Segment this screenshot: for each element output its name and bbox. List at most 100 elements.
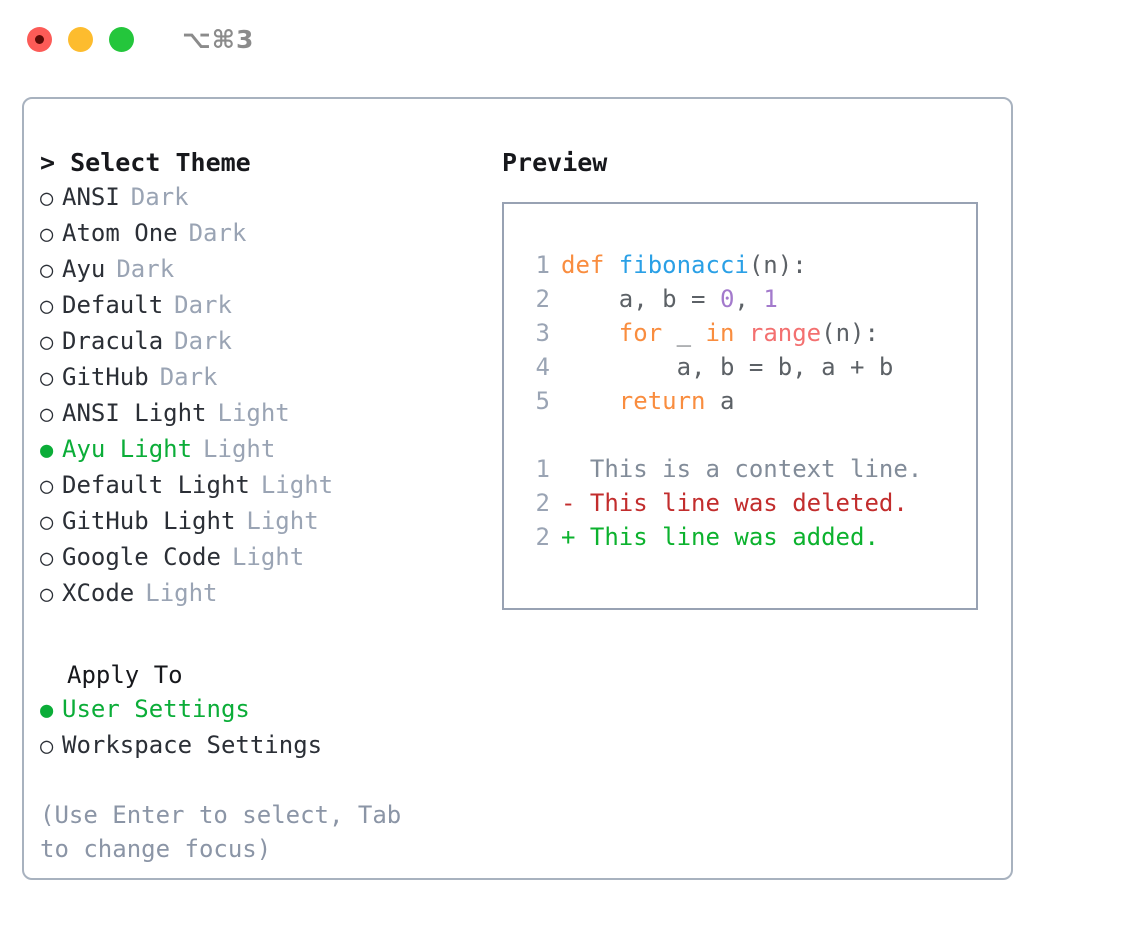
theme-list-item[interactable]: ○ Dracula Dark [40, 324, 490, 360]
close-button-icon[interactable] [27, 26, 52, 52]
line-number: 3 [535, 319, 550, 347]
theme-variant-tag: Dark [188, 219, 247, 247]
code-line: 3 for _ in range(n): [518, 316, 922, 350]
code-line-text: a, b = b, a + b [561, 350, 894, 384]
code-line-text: for _ in range(n): [561, 316, 879, 350]
code-line: 4 a, b = b, a + b [518, 350, 922, 384]
theme-variant-tag: Light [203, 435, 276, 463]
code-line-text: return a [561, 384, 735, 418]
radio-unselected-icon: ○ [40, 546, 54, 571]
apply-to-item[interactable]: ○Workspace Settings [40, 728, 490, 764]
theme-list-item[interactable]: ○ Atom One Dark [40, 216, 490, 252]
code-token: 1 [763, 285, 778, 313]
diff-line-text: This is a context line. [589, 455, 923, 483]
code-token: (n): [748, 251, 807, 279]
spacer [40, 612, 490, 658]
code-token: in [705, 319, 735, 347]
theme-list-item[interactable]: ○ GitHub Dark [40, 360, 490, 396]
theme-variant-tag: Light [246, 507, 319, 535]
theme-variant-tag: Light [231, 543, 305, 571]
theme-name: Google Code [62, 543, 221, 571]
code-token: def [561, 251, 619, 279]
diff-line: 2- This line was deleted. [518, 486, 922, 520]
code-token: for [618, 319, 663, 347]
code-token: (n): [821, 319, 879, 347]
radio-unselected-icon: ○ [40, 258, 54, 283]
code-token [734, 319, 748, 347]
theme-list-item[interactable]: ○ ANSI Light Light [40, 396, 490, 432]
theme-name: XCode [62, 579, 135, 607]
theme-name: GitHub [62, 363, 149, 391]
theme-name: Ayu [62, 255, 106, 283]
line-number: 2 [535, 523, 550, 551]
theme-variant-tag: Dark [116, 255, 175, 283]
theme-list-item[interactable]: ○ GitHub Light Light [40, 504, 490, 540]
theme-variant-tag: Light [145, 579, 218, 607]
apply-to-item[interactable]: ●User Settings [40, 692, 490, 728]
select-theme-heading: > Select Theme [40, 148, 251, 177]
code-token: a [705, 387, 735, 415]
line-number: 1 [535, 455, 550, 483]
theme-name: ANSI Light [62, 399, 207, 427]
line-number: 1 [535, 251, 550, 279]
code-line: 5 return a [518, 384, 922, 418]
radio-unselected-icon: ○ [40, 366, 54, 391]
code-line: 2 a, b = 0, 1 [518, 282, 922, 316]
radio-unselected-icon: ○ [40, 222, 54, 247]
diff-marker [561, 452, 590, 486]
line-number: 5 [535, 387, 550, 415]
theme-variant-tag: Dark [174, 291, 232, 319]
theme-list-item[interactable]: ○ Ayu Dark [40, 252, 490, 288]
line-number: 2 [535, 285, 550, 313]
theme-name: Default Light [62, 471, 250, 499]
code-token: range [748, 319, 822, 347]
theme-variant-tag: Light [217, 399, 290, 427]
theme-name: Dracula [62, 327, 164, 355]
radio-unselected-icon: ○ [40, 402, 54, 427]
preview-heading: Preview [502, 148, 608, 177]
apply-to-list[interactable]: ●User Settings○Workspace Settings [40, 692, 490, 764]
theme-variant-tag: Dark [130, 183, 189, 211]
maximize-button-icon[interactable] [109, 26, 134, 52]
code-token: a, b = b, a + b [561, 353, 894, 381]
code-line: 1 def fibonacci(n): [518, 248, 922, 282]
code-token: return [618, 387, 706, 415]
theme-variant-tag: Dark [159, 363, 218, 391]
theme-name: Default [62, 291, 164, 319]
code-token [561, 387, 619, 415]
radio-unselected-icon: ○ [40, 330, 54, 355]
code-token: fibonacci [618, 251, 749, 279]
theme-name: Ayu Light [62, 435, 193, 463]
theme-list-item[interactable]: ○ Google Code Light [40, 540, 490, 576]
theme-name: Atom One [62, 219, 178, 247]
diff-spacer [518, 418, 922, 452]
diff-marker: + [561, 523, 590, 551]
code-line-text: def fibonacci(n): [561, 248, 807, 282]
title-bar: ⌥⌘3 [0, 0, 1140, 78]
diff-line-text: This line was deleted. [589, 489, 908, 517]
theme-variant-tag: Dark [174, 327, 232, 355]
code-line-text: a, b = 0, 1 [561, 282, 778, 316]
window-controls [27, 26, 134, 52]
code-token: _ [662, 319, 706, 347]
keyboard-shortcut-label: ⌥⌘3 [182, 24, 255, 54]
code-token: 0 [719, 285, 735, 313]
theme-name: GitHub Light [62, 507, 236, 535]
minimize-button-icon[interactable] [68, 26, 93, 52]
apply-to-label: Workspace Settings [62, 731, 323, 759]
code-token [561, 319, 619, 347]
radio-unselected-icon: ○ [40, 510, 54, 535]
theme-name: ANSI [62, 183, 120, 211]
